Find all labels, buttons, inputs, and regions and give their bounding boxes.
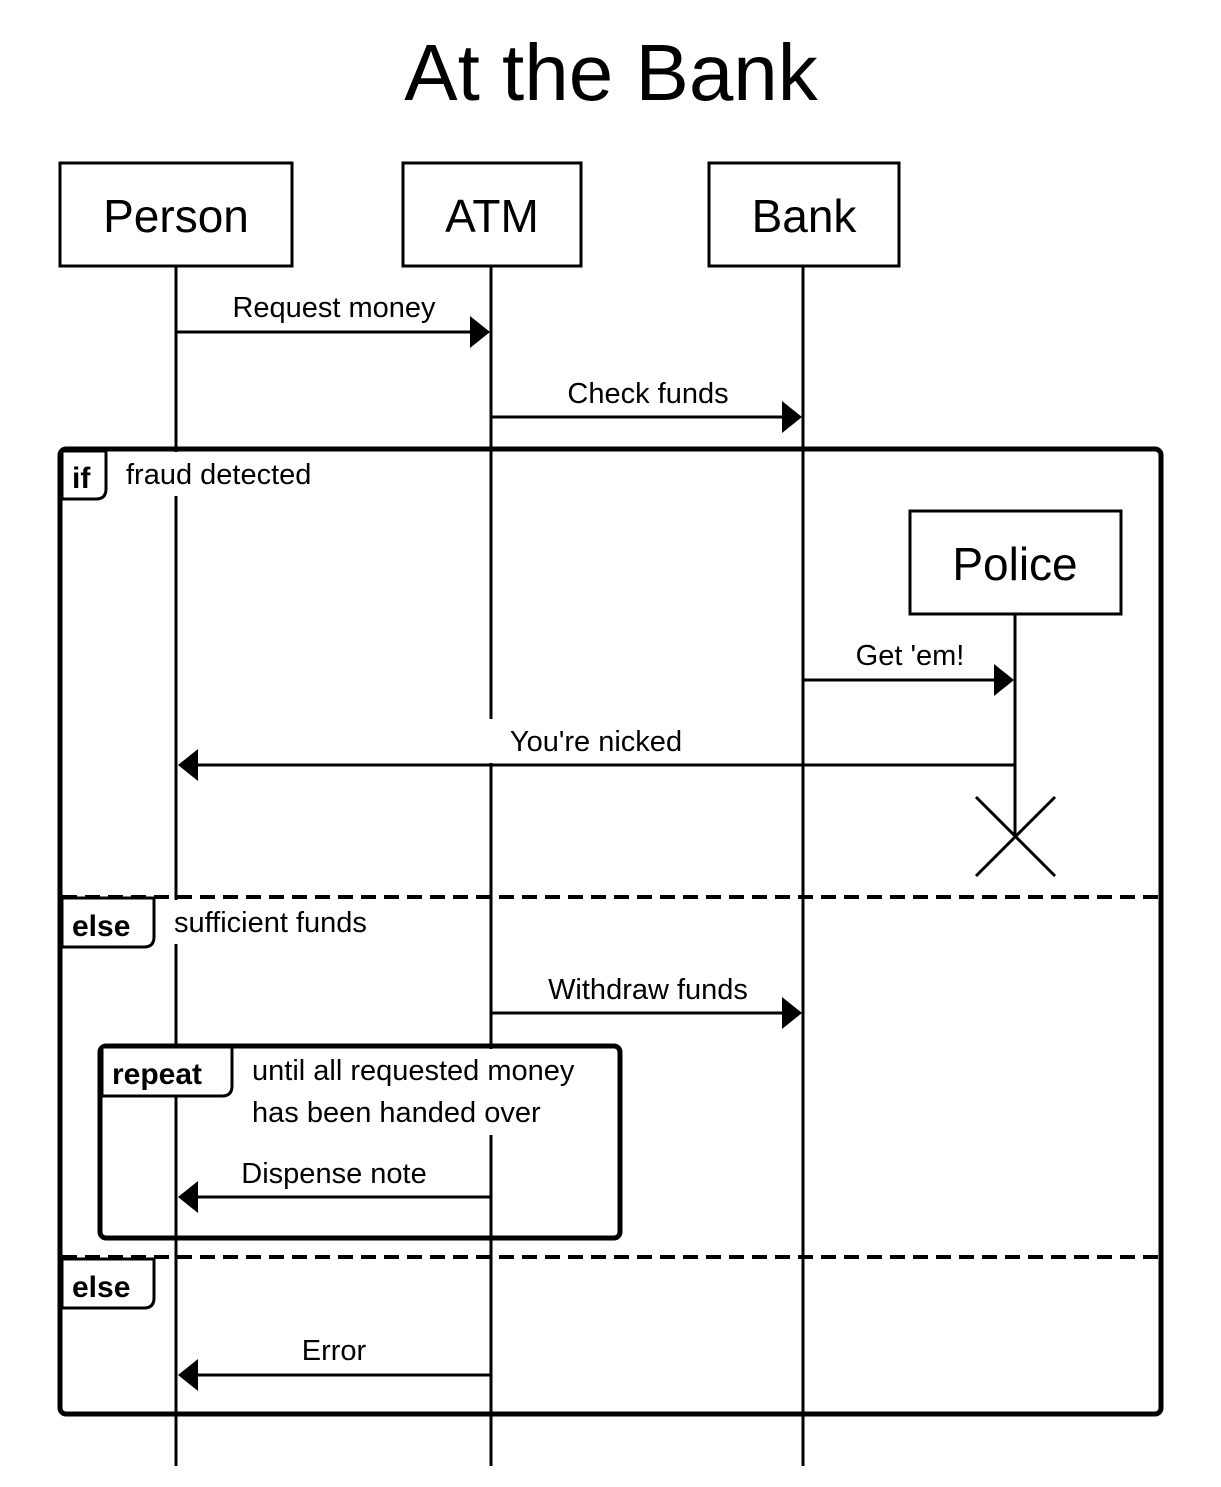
- message-get-em-label: Get 'em!: [856, 640, 965, 672]
- loop-fragment-frame: [97, 1043, 623, 1241]
- loop-condition-line-1: until all requested money: [252, 1055, 575, 1087]
- message-check-funds: Check funds: [491, 378, 802, 433]
- alt-if-condition: fraud detected: [126, 459, 311, 491]
- message-error-label: Error: [302, 1335, 367, 1367]
- loop-fragment: repeat until all requested money has bee…: [97, 1043, 623, 1241]
- loop-condition-line-2: has been handed over: [252, 1097, 541, 1129]
- participant-police-label: Police: [952, 538, 1077, 590]
- loop-keyword: repeat: [112, 1058, 202, 1091]
- message-dispense-note: Dispense note: [178, 1158, 491, 1213]
- message-withdraw-funds-label: Withdraw funds: [548, 974, 748, 1006]
- participant-bank-label: Bank: [752, 190, 858, 242]
- alt-fragment-frame: [57, 446, 1164, 1417]
- participant-atm-label: ATM: [445, 190, 539, 242]
- participant-bank: Bank: [707, 161, 901, 268]
- alt-else-keyword-2: else: [72, 1271, 130, 1304]
- police-destroy-marker: [974, 795, 1057, 878]
- participant-police: Police: [908, 509, 1123, 616]
- arrowhead-left-icon: [178, 1359, 198, 1391]
- arrowhead-right-icon: [994, 664, 1014, 696]
- arrowhead-right-icon: [782, 401, 802, 433]
- message-dispense-note-label: Dispense note: [241, 1158, 426, 1190]
- message-request-money-label: Request money: [232, 292, 436, 324]
- message-youre-nicked: You're nicked: [178, 719, 1015, 781]
- alt-if-keyword: if: [72, 462, 91, 495]
- participant-person-label: Person: [103, 190, 249, 242]
- message-check-funds-label: Check funds: [567, 378, 728, 410]
- participant-atm: ATM: [401, 161, 583, 268]
- alt-else-keyword-1: else: [72, 910, 130, 943]
- arrowhead-right-icon: [782, 997, 802, 1029]
- diagram-title: At the Bank: [404, 28, 819, 117]
- alt-else-tab-2: else: [60, 1257, 156, 1310]
- message-withdraw-funds: Withdraw funds: [491, 974, 802, 1029]
- participant-person: Person: [58, 161, 294, 268]
- arrowhead-right-icon: [470, 316, 490, 348]
- message-get-em: Get 'em!: [803, 640, 1014, 696]
- message-request-money: Request money: [176, 292, 490, 348]
- arrowhead-left-icon: [178, 749, 198, 781]
- message-error: Error: [178, 1335, 491, 1391]
- message-youre-nicked-label: You're nicked: [510, 726, 682, 758]
- arrowhead-left-icon: [178, 1181, 198, 1213]
- alt-if-tab: if fraud detected: [60, 449, 348, 501]
- alt-else-condition-1: sufficient funds: [174, 907, 367, 939]
- alt-else-tab-1: else sufficient funds: [60, 896, 406, 949]
